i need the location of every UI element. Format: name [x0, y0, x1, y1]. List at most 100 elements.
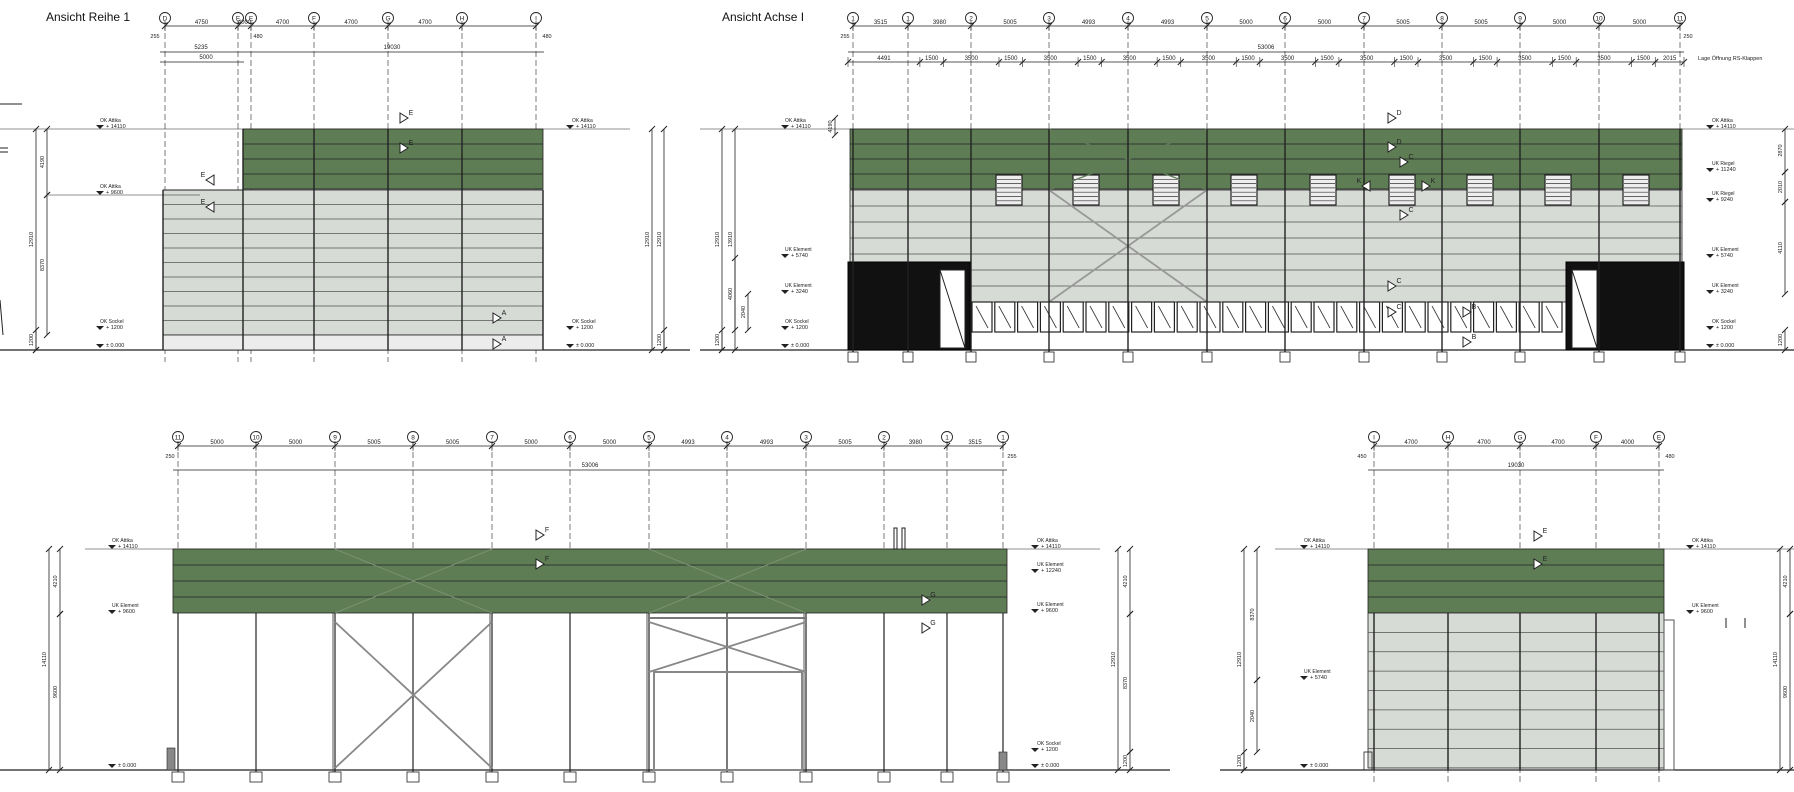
level-value: + 14110 [118, 544, 138, 550]
level-marker [108, 764, 116, 768]
dimension-value: 3500 [1202, 56, 1216, 62]
dimension-value: 5000 [603, 440, 617, 446]
dimension-value: 5000 [289, 440, 303, 446]
level-marker [1706, 168, 1714, 172]
level-value: + 9240 [1716, 197, 1733, 203]
dimension-tick [1786, 545, 1794, 553]
axis-label: 11 [175, 434, 182, 441]
dimension-value: 4000 [238, 20, 252, 26]
section-marker [1533, 558, 1543, 570]
axis-label: 9 [1518, 15, 1522, 22]
level-marker [1031, 545, 1039, 549]
level-marker [1706, 326, 1714, 330]
window-diag [1317, 305, 1331, 329]
level-value: + 14110 [106, 124, 126, 130]
level-value: + 9600 [1041, 608, 1058, 614]
axis-label: I [535, 15, 537, 22]
axis-label: 8 [1440, 15, 1444, 22]
footing [877, 771, 891, 783]
level-marker [1706, 198, 1714, 202]
dimension-value: 255 [1007, 454, 1016, 460]
dimension-value: 3500 [1597, 56, 1611, 62]
section-marker [1462, 306, 1472, 318]
level-name: UK Element [785, 247, 812, 253]
level-marker [96, 191, 104, 195]
section-label: F [545, 556, 549, 563]
level-value: + 3240 [1716, 289, 1733, 295]
dimension-tick [1781, 168, 1789, 176]
section-label: E [409, 140, 414, 147]
level-name: OK Sockel [572, 319, 596, 325]
window-diag [1021, 305, 1034, 329]
dimension-tick [45, 766, 53, 774]
dimension-tick [1786, 766, 1794, 774]
dimension-value: 1500 [1320, 56, 1334, 62]
vertical-dimension-value: 14110 [1773, 652, 1779, 667]
dimension-tick [1240, 766, 1248, 774]
footing [799, 771, 813, 783]
level-marker [1300, 545, 1308, 549]
level-marker [1031, 609, 1039, 613]
plinth-detail [1363, 751, 1373, 771]
dimension-tick [648, 346, 656, 354]
level-value: + 1200 [106, 325, 123, 331]
dimension-tick [1786, 610, 1794, 618]
dimension-value: 3500 [1123, 56, 1137, 62]
level-value: + 5740 [791, 253, 808, 259]
dimension-value: 4700 [418, 20, 432, 26]
dimension-value: 4700 [344, 20, 358, 26]
section-marker [921, 622, 931, 634]
level-value: + 1200 [576, 325, 593, 331]
dimension-tick [731, 125, 739, 133]
section-label: E [1543, 556, 1548, 563]
vertical-dimension-value: 1200 [657, 334, 663, 346]
vertical-dimension-value: 13910 [728, 232, 734, 247]
wall-bracing [334, 621, 493, 769]
level-marker [1706, 344, 1714, 348]
level-name: UK Element [1304, 669, 1331, 675]
level-value: ± 0.000 [1310, 763, 1328, 769]
downpipe [1663, 619, 1675, 771]
section-label: G [930, 592, 935, 599]
window-diag [1340, 305, 1354, 329]
level-name: OK Attika [1037, 538, 1058, 544]
vertical-dimension-value: 2040 [1250, 710, 1256, 722]
level-value: + 1200 [1041, 747, 1058, 753]
dimension-value: 480 [1665, 454, 1674, 460]
section-label: A [502, 336, 507, 343]
level-value: + 12240 [1041, 568, 1061, 574]
window-diag [1477, 305, 1490, 329]
level-name: OK Sockel [785, 319, 809, 325]
window-diag [1500, 305, 1513, 329]
footing [1201, 351, 1213, 363]
vertical-dimension-value: 14110 [42, 652, 48, 667]
dimension-tick [1240, 545, 1248, 553]
dimension-value: 3500 [1360, 56, 1374, 62]
level-value: + 14110 [1716, 124, 1736, 130]
level-name: UK Element [112, 603, 139, 609]
axis-label: E [1657, 434, 1662, 441]
axis-label: 5 [647, 434, 651, 441]
dimension-value: 5000 [1633, 20, 1647, 26]
gate-door-diag [1571, 269, 1598, 349]
dimension-tick [1776, 545, 1784, 553]
portal-frame [653, 671, 803, 771]
window-diag [1294, 305, 1308, 329]
dimension-value: 5005 [1474, 20, 1488, 26]
louvre-frame [1072, 174, 1100, 206]
vertical-dimension-value: 12910 [1111, 652, 1117, 667]
axis-label: F [312, 15, 316, 22]
dimension-tick [1126, 545, 1134, 553]
level-marker [1031, 764, 1039, 768]
louvre-frame [1466, 174, 1494, 206]
section-marker [1387, 112, 1397, 124]
window-diag [1203, 305, 1217, 329]
footing [1358, 351, 1370, 363]
plinth-hatch [166, 747, 176, 771]
level-marker [96, 326, 104, 330]
level-marker [108, 610, 116, 614]
dimension-value: 450 [1357, 454, 1366, 460]
dimension-tick [831, 114, 839, 122]
dimension-value: 19030 [384, 45, 401, 51]
margin-mark [0, 299, 4, 336]
